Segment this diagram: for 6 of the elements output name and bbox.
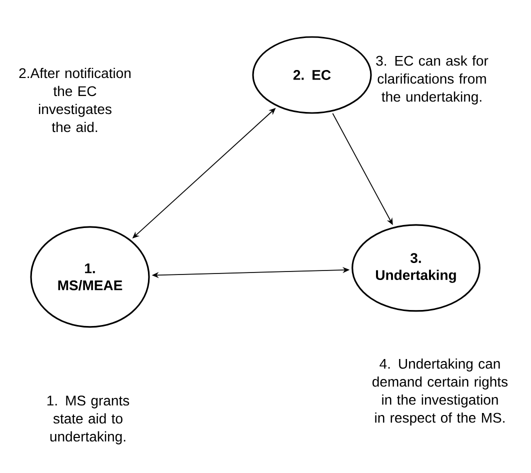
ellipse-node: 1. MS/MEAE — [30, 226, 150, 328]
ellipse-node: 3. Undertaking — [352, 224, 480, 312]
note-text: 1. MS grants state aid to undertaking. — [47, 396, 130, 444]
note-text: 4. Undertaking can demand certain rights in the investigation in respect of the MS. — [372, 358, 508, 426]
ellipse-node: 2. EC — [252, 36, 372, 114]
note-text: 2.After notification the EC investigates the aid. — [19, 68, 130, 132]
